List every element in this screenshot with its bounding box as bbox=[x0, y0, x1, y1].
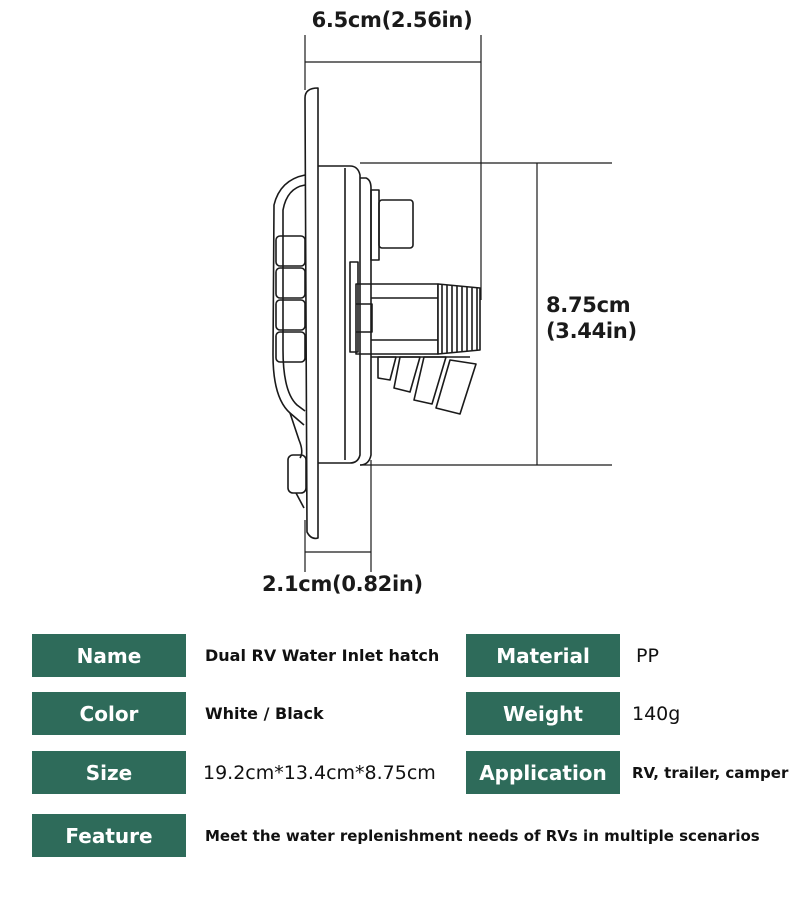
spec-value-color: White / Black bbox=[205, 704, 324, 723]
spec-label-feature: Feature bbox=[32, 814, 186, 857]
spec-label-weight: Weight bbox=[466, 692, 620, 735]
height-dimension-cm: 8.75cm bbox=[546, 293, 631, 317]
threaded-inlet bbox=[355, 283, 481, 355]
product-side-view-drawing bbox=[272, 35, 612, 572]
spec-label-material: Material bbox=[466, 634, 620, 677]
spec-value-size: 19.2cm*13.4cm*8.75cm bbox=[203, 761, 436, 784]
spec-label-color: Color bbox=[32, 692, 186, 735]
spec-label-name: Name bbox=[32, 634, 186, 677]
spec-value-material: PP bbox=[636, 644, 659, 667]
depth-dimension-label: 2.1cm(0.82in) bbox=[262, 572, 423, 596]
hatch-door bbox=[272, 174, 307, 509]
height-dimension-in: (3.44in) bbox=[546, 319, 637, 343]
spec-value-feature: Meet the water replenishment needs of RV… bbox=[205, 826, 760, 845]
dimension-lines bbox=[304, 35, 612, 572]
hatch-body bbox=[318, 165, 372, 466]
spec-label-size: Size bbox=[32, 751, 186, 794]
spec-value-name: Dual RV Water Inlet hatch bbox=[205, 646, 440, 665]
height-dimension-label: 8.75cm (3.44in) bbox=[546, 292, 666, 344]
upper-fitting bbox=[370, 189, 414, 261]
spec-value-application: RV, trailer, camper bbox=[632, 763, 789, 782]
mounting-flange bbox=[304, 87, 319, 540]
lower-fins bbox=[371, 356, 477, 415]
spec-label-application: Application bbox=[466, 751, 620, 794]
spec-value-weight: 140g bbox=[632, 702, 681, 725]
width-dimension-label: 6.5cm(2.56in) bbox=[311, 8, 473, 32]
